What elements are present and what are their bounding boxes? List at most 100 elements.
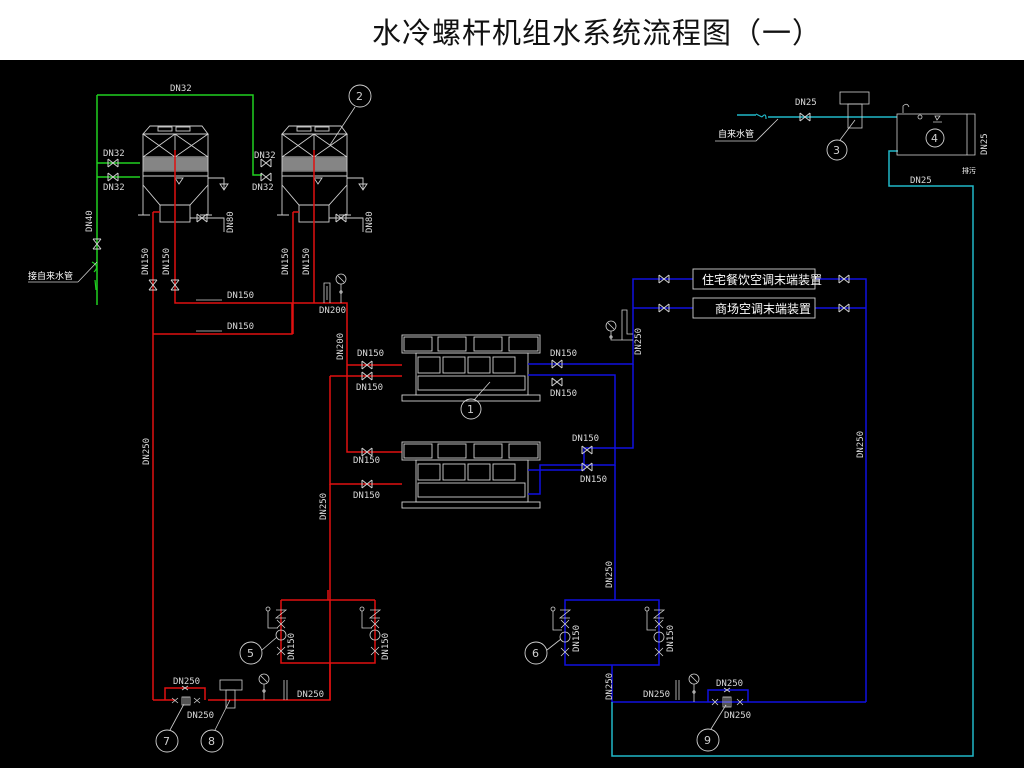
thermometer-icon [621,309,633,340]
label-dn250-blue-low: DN250 [605,673,615,700]
label-dn25-in: DN25 [795,98,817,108]
flow-arrow-icon [755,113,767,120]
equipment-tag-6: 6 [532,647,539,660]
label-dn250-byp7-bot: DN250 [187,711,214,721]
label-dn150-t3: DN150 [281,248,291,275]
label-dn250-left: DN250 [142,438,152,465]
valve-icon [260,172,272,182]
equipment-tag-2: 2 [356,90,363,103]
label-dn25-out: DN25 [910,176,932,186]
flow-arrow-icon [196,299,222,332]
label-dn250-byp9-top: DN250 [716,679,743,689]
label-dn200-h: DN200 [319,306,346,316]
thermometer-icon [283,680,288,700]
expansion-tank-4 [896,103,976,156]
label-dn250-red-bottom: DN250 [297,690,324,700]
tag-1-circle [460,398,482,420]
title-bar: 水冷螺杆机组水系统流程图（一） [0,0,1024,60]
filter-9 [711,687,744,708]
pipe-break-icon [91,261,98,291]
page-title: 水冷螺杆机组水系统流程图（一） [371,16,822,50]
label-dn80-a: DN80 [226,211,236,233]
leader-line [710,704,727,730]
leader-line [546,638,562,651]
filter-7 [171,685,201,706]
condenser-water-pipes [152,150,402,701]
label-dn250-blue-right: DN250 [856,431,866,458]
label-dn150-t1: DN150 [141,248,151,275]
makeup-water-pipes [611,114,974,757]
label-dn32-a2: DN32 [103,183,125,193]
tag-5-circle [239,641,263,665]
label-dn150-h2: DN150 [227,322,254,332]
pressure-gauge-icon [258,673,270,700]
cooling-makeup-pipes [96,94,262,305]
label-dn150-c2-in1: DN150 [353,456,380,466]
equipment-tag-3: 3 [833,144,840,157]
leader-line [261,636,278,651]
label-dn32-top: DN32 [170,84,192,94]
leader-line [169,703,185,731]
tag-3-circle [826,139,848,161]
chiller-unit-1 [401,334,541,402]
equipment-tag-1: 1 [467,403,474,416]
label-dn150-pump5a: DN150 [287,633,297,660]
label-dn250-blue-mid: DN250 [605,561,615,588]
label-dn150-h1: DN150 [227,291,254,301]
label-dn150-pump5b: DN150 [381,633,391,660]
label-dn150-pump6a: DN150 [572,625,582,652]
tag-8-circle [200,729,224,753]
label-dn80-b: DN80 [365,211,375,233]
label-dn150-c1-in2: DN150 [356,383,383,393]
label-dn150-c2-out2: DN150 [580,475,607,485]
label-dn250-blue-bottom: DN250 [643,690,670,700]
terminal-unit-mall [692,297,816,319]
diagram-canvas: DN32 DN32 DN32 DN32 DN32 DN40 接自来水管 DN80 [0,60,1024,768]
label-dn32-b2: DN32 [252,183,274,193]
tag-9-circle [696,728,720,752]
label-terminal-mall: 商场空调末端装置 [715,301,811,316]
label-dn40: DN40 [85,210,95,232]
label-dn150-c1-in1: DN150 [357,349,384,359]
thermometer-icon [675,680,680,700]
equipment-tag-4: 4 [931,132,938,145]
leader-line [214,699,231,731]
leader-line [473,381,491,401]
equipment-tag-9: 9 [704,734,711,747]
label-dn150-t2: DN150 [162,248,172,275]
water-softener-3 [839,91,870,129]
pressure-gauge-icon [605,320,633,341]
flow-diagram: DN32 DN32 DN32 DN32 DN32 DN40 接自来水管 DN80 [28,84,990,757]
dosing-device-8 [219,679,243,709]
leader-line [28,261,98,283]
cooling-tower-b [277,125,368,232]
condenser-pump-group-5 [265,606,382,656]
label-dn250-byp9-bot: DN250 [724,711,751,721]
tag-4-circle [925,128,945,148]
label-dn150-pump6b: DN150 [666,625,676,652]
label-city-water-left: 接自来水管 [28,270,73,282]
valve-icon [551,377,563,387]
label-dn250-mid-red: DN250 [319,493,329,520]
label-dn32-a1: DN32 [103,149,125,159]
leader-line [329,106,356,146]
thermometer-icon [323,282,331,303]
tag-6-circle [524,641,548,665]
label-dn150-c2-in2: DN150 [353,491,380,501]
tag-2-circle [348,84,372,108]
cooling-tower-a [138,125,229,232]
equipment-tag-5: 5 [247,647,254,660]
pressure-gauge-icon [335,273,347,303]
label-dn150-c2-out1: DN150 [572,434,599,444]
label-dn150-c1-out1: DN150 [550,349,577,359]
label-dn25-tank: DN25 [980,133,990,155]
label-dn32-b1: DN32 [254,151,276,161]
equipment-tag-8: 8 [208,735,215,748]
leader-line [715,118,779,142]
label-dn200-v: DN200 [336,333,346,360]
chilled-pump-group-6 [550,606,666,657]
label-dn250-blue-sup: DN250 [634,328,644,355]
leader-line [839,119,856,141]
label-drain: 排污 [962,166,976,175]
label-city-water-right: 自来水管 [718,128,754,140]
